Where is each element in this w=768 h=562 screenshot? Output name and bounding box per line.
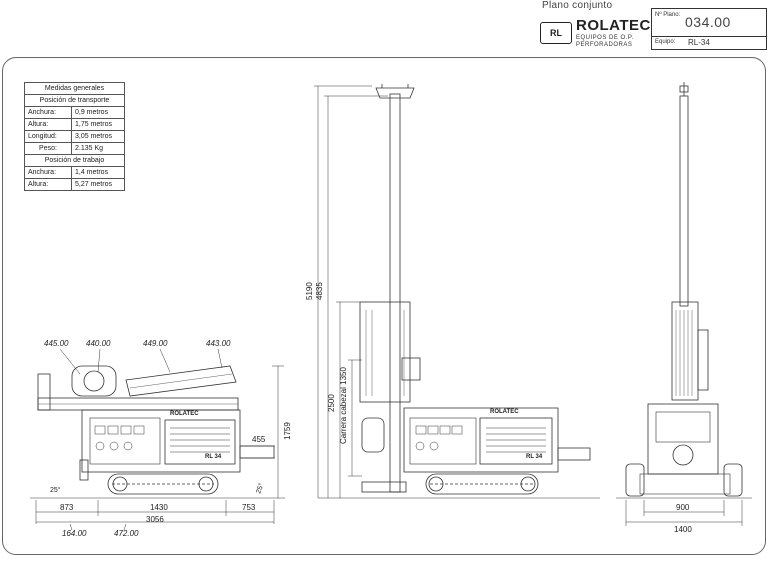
dim-2500: 2500	[327, 394, 336, 412]
num-plano-value: 034.00	[685, 14, 731, 30]
rear-view: 900 1400	[616, 82, 752, 534]
spec-value: 3,05 metros	[71, 130, 125, 143]
callout-label: 449.00	[143, 339, 168, 348]
angle-right: 25°	[254, 482, 265, 495]
table-row: Altura:5,27 metros	[24, 178, 125, 191]
side-machine-brand: ROLATEC	[170, 411, 199, 417]
side-upper-frame	[125, 365, 237, 397]
front-track	[425, 473, 539, 495]
side-engine-cover	[164, 419, 236, 465]
title-block: Nº Plano: 034.00 Equipo: RL-34	[651, 8, 767, 50]
brand-subtitle-line-2: PERFORADORAS	[576, 42, 633, 48]
dim-1430: 1430	[150, 503, 168, 512]
table-row: Altura:1,75 metros	[24, 118, 125, 131]
side-machine-model: RL 34	[205, 454, 222, 460]
callout-label: 443.00	[206, 339, 231, 348]
dim-5190: 5190	[305, 282, 314, 300]
rear-track-right	[723, 463, 743, 497]
carrera-label: Carrera cabezal 1350	[339, 367, 348, 444]
callout-164: 164.00	[62, 529, 87, 538]
front-machine-brand: ROLATEC	[490, 409, 519, 415]
table-row: Longitud:3,05 metros	[24, 130, 125, 143]
rear-mast	[679, 95, 689, 307]
callout-label: 440.00	[86, 339, 111, 348]
dim-753: 753	[242, 503, 256, 512]
side-chassis	[81, 409, 241, 473]
side-rear-stabilizer	[239, 445, 275, 459]
dim-1400: 1400	[674, 525, 692, 534]
spec-table: Medidas generales Posición de transporte…	[24, 82, 125, 191]
front-rotary-head	[361, 417, 385, 453]
side-track	[107, 473, 219, 495]
callout-472: 472.00	[114, 529, 139, 538]
front-foot-clamp	[361, 481, 407, 493]
dim-873: 873	[60, 503, 74, 512]
dim-3056: 3056	[146, 515, 164, 524]
plano-title: Plano conjunto	[542, 0, 613, 11]
brand-subtitle: EQUIPOS DE O.P. PERFORADORAS	[576, 35, 634, 49]
front-rear-stabilizer	[557, 447, 591, 461]
rear-body	[647, 403, 719, 475]
front-machine-model: RL 34	[526, 454, 543, 460]
rear-track-left	[625, 463, 645, 497]
equipo-label: Equipo:	[655, 39, 676, 45]
brand-name: ROLATEC	[576, 17, 651, 34]
front-mast	[389, 93, 401, 493]
angle-left: 25°	[50, 486, 61, 494]
dim-1759: 1759	[283, 422, 292, 440]
front-mast-guide	[359, 301, 411, 403]
side-rotary-head	[71, 365, 117, 397]
front-engine-cover	[479, 417, 553, 465]
dim-4835: 4835	[315, 282, 324, 300]
logo-mark: RL	[540, 22, 572, 44]
dim-455: 455	[252, 435, 266, 444]
dim-900: 900	[676, 503, 690, 512]
front-view: ROLATEC RL 34 5190 4835 2500 Carrera cab…	[305, 84, 600, 499]
spec-value: 5,27 metros	[71, 178, 125, 191]
front-chassis	[403, 407, 559, 473]
callout-label: 445.00	[44, 339, 69, 348]
brand-subtitle-line-1: EQUIPOS DE O.P.	[576, 35, 634, 41]
equipo-value: RL-34	[688, 38, 710, 47]
num-plano-label: Nº Plano:	[655, 12, 681, 18]
drawing-frame	[2, 57, 766, 555]
side-view: ROLATEC RL 34 445.00 440.00 449.00 443.0…	[30, 339, 292, 538]
title-block-plano-row	[652, 9, 766, 37]
